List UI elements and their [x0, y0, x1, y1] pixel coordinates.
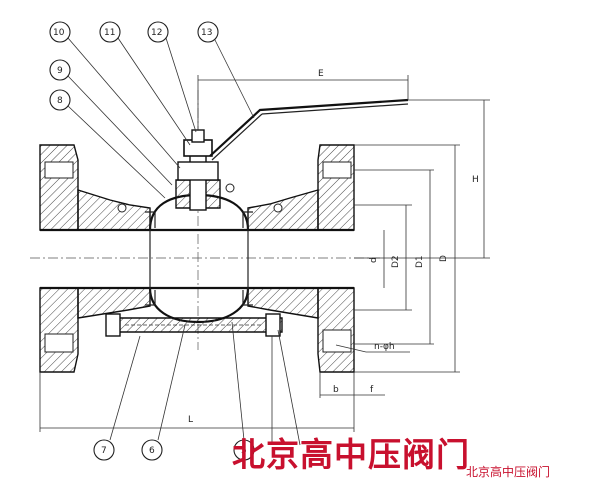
right-body-wall-bottom [247, 287, 319, 319]
callout-9-text: 9 [57, 66, 63, 76]
leader-9 [67, 75, 173, 186]
watermark-small: 北京高中压阀门 [466, 465, 551, 479]
dim-d2-label: D2 [391, 255, 401, 268]
callout-12-text: 12 [151, 28, 162, 38]
right-flange [317, 144, 355, 231]
right-flange-bolt-top [322, 161, 352, 179]
dim-big-d-label: D [439, 255, 449, 262]
dim-e-label: E [318, 69, 324, 79]
handle-lever [209, 98, 409, 157]
handle-lever-bottom [261, 103, 409, 115]
gland [177, 161, 219, 181]
callout-7: 7 [93, 439, 115, 461]
right-flange-bolt-bottom [322, 329, 352, 353]
leader-10 [67, 37, 181, 169]
left-seat [145, 211, 156, 306]
dim-b-label: b [333, 385, 339, 395]
leader-7 [109, 335, 141, 441]
left-flange-lower [39, 287, 79, 373]
leader-8 [67, 105, 166, 199]
callout-5: 5 [233, 439, 255, 461]
callout-13-text: 13 [201, 28, 212, 38]
callout-11-text: 11 [104, 28, 115, 38]
dim-nh-leader [335, 344, 367, 353]
callout-10-text: 10 [53, 28, 65, 38]
leader-6 [157, 324, 186, 441]
left-flange-bolt-top [44, 161, 74, 179]
leader-12 [165, 37, 197, 133]
handle-lever-edge [211, 113, 263, 161]
dim-nh-label: n-φh [374, 342, 395, 352]
callout-12: 12 [147, 21, 169, 43]
callout-8-text: 8 [57, 96, 63, 106]
callout-13: 13 [197, 21, 219, 43]
right-seat [242, 211, 253, 306]
dim-f-label: f [370, 385, 374, 395]
callout-5-text: 5 [241, 446, 247, 456]
leader-13 [213, 37, 255, 119]
dim-d1-label: D1 [415, 255, 425, 268]
callout-11: 11 [99, 21, 121, 43]
dim-small-d-label: d [369, 257, 379, 263]
stem-top [191, 129, 205, 143]
body-bolt-left [117, 203, 127, 213]
callout-6-text: 6 [149, 446, 155, 456]
left-body-wall-top [77, 189, 151, 231]
bottom-bolt-right [265, 313, 281, 337]
left-flange [39, 144, 79, 231]
bottom-bolt-left [105, 313, 121, 337]
ball [148, 193, 250, 324]
callout-10: 10 [49, 21, 71, 43]
watermark-large: 北京高中压阀门 [232, 435, 470, 474]
dim-l-label: L [188, 415, 193, 425]
callout-7-text: 7 [101, 446, 107, 456]
leader-5-c [277, 329, 301, 446]
callout-9: 9 [49, 59, 71, 81]
callout-6: 6 [141, 439, 163, 461]
leader-5 [231, 321, 245, 441]
callout-8: 8 [49, 89, 71, 111]
leader-11 [117, 37, 191, 146]
body-bolt-right [273, 203, 283, 213]
dim-h-label: H [472, 175, 479, 185]
left-flange-bolt-bottom [44, 333, 74, 353]
stop-pin [225, 183, 235, 193]
right-body-wall-top [247, 189, 319, 231]
